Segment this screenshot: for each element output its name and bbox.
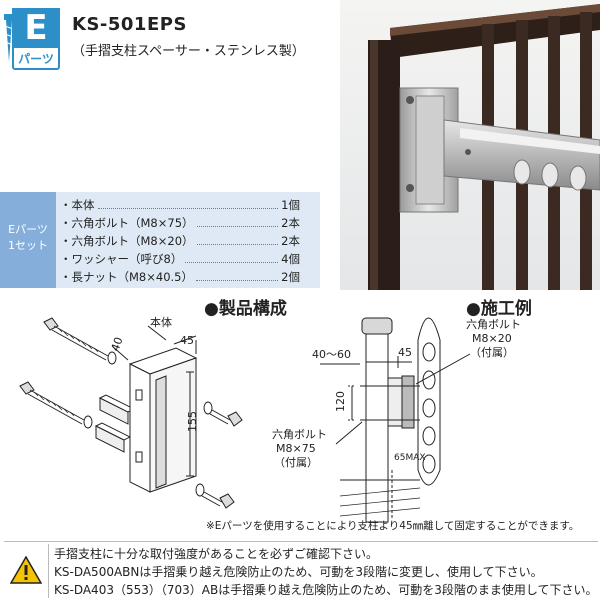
set-item-name: ・六角ボルト（M8×20） [60, 234, 194, 248]
long-bolt-upper [43, 317, 109, 361]
dim-45: 45 [180, 334, 194, 347]
composition-diagram [19, 317, 243, 509]
warning-line: KS-DA403（553）（703）ABは手摺乗り越え危険防止のため、可動を3段… [54, 583, 598, 597]
set-label-line2: 1セット [8, 239, 48, 252]
dim-155: 155 [186, 411, 199, 432]
body-label: 本体 [150, 315, 172, 329]
composition-heading: ●製品構成 [204, 299, 287, 319]
set-item: ・本体 1個 [60, 196, 300, 214]
set-item-qty: 4個 [281, 252, 300, 266]
badge-subtitle: パーツ [18, 52, 54, 66]
long-bolt-lower [19, 381, 85, 425]
bolt-short-label-2: M8×20 [472, 332, 512, 345]
long-nut-upper [98, 394, 136, 425]
max-label: 65MAX [394, 453, 426, 463]
warning-box: 手摺支柱に十分な取付強度があることを必ずご確認下さい。 KS-DA500ABNは… [4, 541, 598, 599]
badge-letter: E [12, 8, 60, 48]
set-item-qty: 2個 [281, 270, 300, 284]
bolt-long-label-3: （付属） [274, 456, 318, 469]
warning-line: KS-DA500ABNは手摺乗り越え危険防止のため、可動を3段階に変更し、使用し… [54, 565, 543, 579]
set-item: ・六角ボルト（M8×20） 2本 [60, 232, 300, 250]
product-description: （手摺支柱スペーサー・ステンレス製） [72, 44, 305, 59]
bolt-long-label-1: 六角ボルト [272, 428, 327, 441]
dim-120: 120 [334, 391, 347, 412]
set-item-name: ・長ナット（M8×40.5） [60, 270, 193, 284]
installation-diagram [320, 317, 471, 523]
spacer-body [128, 347, 198, 493]
installation-heading: ●施工例 [466, 299, 532, 319]
bolt-short-label-1: 六角ボルト [466, 318, 521, 331]
set-label: Eパーツ 1セット [0, 192, 56, 288]
product-code: KS-501EPS [72, 14, 187, 35]
warning-line: 手摺支柱に十分な取付強度があることを必ずご確認下さい。 [54, 547, 379, 561]
set-item-name: ・六角ボルト（M8×75） [60, 216, 194, 230]
set-item: ・六角ボルト（M8×75） 2本 [60, 214, 300, 232]
set-label-line1: Eパーツ [8, 223, 48, 236]
bolt-short-label-3: （付属） [470, 346, 514, 359]
set-item-name: ・ワッシャー（呼び8） [60, 252, 183, 266]
bolt-long-label-2: M8×75 [276, 442, 316, 455]
set-item: ・長ナット（M8×40.5） 2個 [60, 268, 300, 286]
short-bolt-upper [203, 401, 243, 427]
short-bolt-lower [195, 483, 235, 509]
set-item-qty: 2本 [281, 216, 300, 230]
set-item-qty: 1個 [281, 198, 300, 212]
dim-40-60: 40～60 [312, 348, 351, 361]
long-nut-lower [94, 422, 132, 453]
set-item-qty: 2本 [281, 234, 300, 248]
warning-icon [10, 556, 42, 584]
screw-icon [4, 14, 14, 62]
set-item: ・ワッシャー（呼び8） 4個 [60, 250, 300, 268]
usage-note: ※Eパーツを使用することにより支柱より45㎜離して固定することができます。 [206, 520, 580, 532]
technical-diagram: 本体 40 45 155 40～60 45 1 [19, 315, 521, 523]
dim-40: 40 [109, 335, 126, 353]
set-item-name: ・本体 [60, 198, 95, 212]
parts-badge: E パーツ [2, 4, 60, 70]
product-photo [340, 0, 600, 290]
dim-45-install: 45 [398, 346, 412, 359]
